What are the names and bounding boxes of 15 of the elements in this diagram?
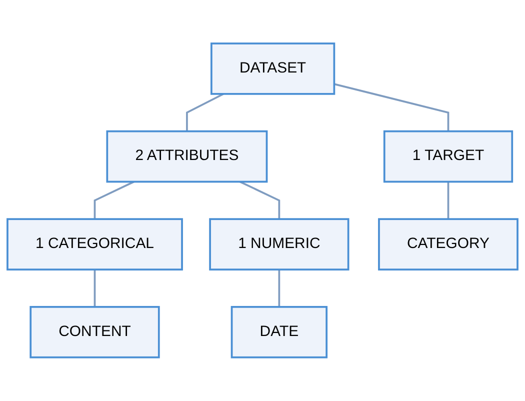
node-box: CATEGORY xyxy=(378,218,518,271)
node-box: CONTENT xyxy=(30,306,160,358)
node-box: DATASET xyxy=(210,42,336,95)
node-box: 1 TARGET xyxy=(383,130,514,183)
connector xyxy=(94,180,134,220)
connector xyxy=(94,270,96,307)
node-box: 1 NUMERIC xyxy=(209,218,350,271)
connector xyxy=(334,83,450,132)
node-box: DATE xyxy=(230,306,328,358)
node-box: 2 ATTRIBUTES xyxy=(106,130,268,183)
node-box: 1 CATEGORICAL xyxy=(6,218,183,271)
connector xyxy=(447,182,450,220)
connector xyxy=(240,180,280,220)
connector xyxy=(186,93,224,132)
connector xyxy=(278,270,280,307)
